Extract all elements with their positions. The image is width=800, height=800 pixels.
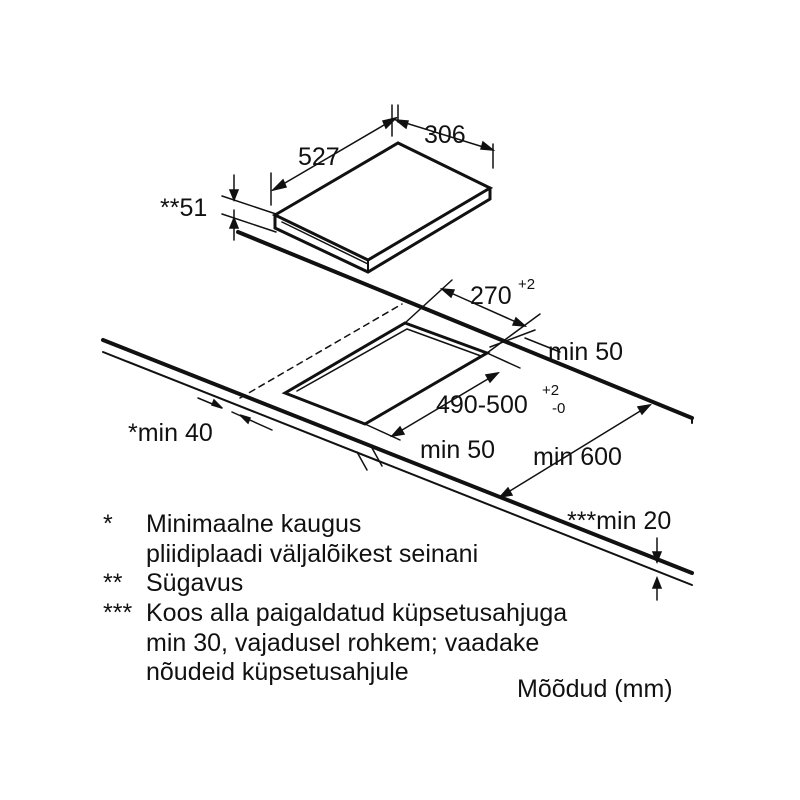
label-490-500-tol-plus: +2 bbox=[542, 382, 560, 399]
dimension-527 bbox=[270, 104, 399, 206]
note-3-line-1: Koos alla paigaldatud küpsetusahjuga bbox=[146, 599, 568, 627]
dimension-min50-front bbox=[356, 447, 383, 471]
label-min50-back: min 50 bbox=[548, 338, 624, 366]
note-2-mark: ** bbox=[103, 569, 123, 597]
note-3-mark: *** bbox=[103, 599, 133, 627]
hob-panel bbox=[271, 141, 494, 274]
label-min50-front: min 50 bbox=[420, 436, 496, 464]
label-306: 306 bbox=[424, 121, 466, 149]
dimension-min40 bbox=[197, 397, 273, 431]
dimension-306 bbox=[393, 104, 496, 169]
label-490-500-tol-minus: -0 bbox=[552, 400, 566, 417]
dimension-min50-back bbox=[489, 329, 561, 353]
note-3-line-2: min 30, vajadusel rohkem; vaadake bbox=[146, 629, 540, 657]
dimension-270 bbox=[404, 279, 541, 354]
dimension-51 bbox=[221, 174, 277, 241]
label-490-500: 490-500 bbox=[436, 391, 528, 419]
units-label: Mõõdud (mm) bbox=[517, 675, 673, 703]
label-min600: min 600 bbox=[533, 443, 622, 471]
dimension-490-500 bbox=[364, 352, 521, 441]
label-270: 270 bbox=[470, 282, 512, 310]
dimension-min20 bbox=[651, 537, 663, 601]
note-1-line-1: Minimaalne kaugus bbox=[146, 510, 362, 538]
label-min40: *min 40 bbox=[128, 419, 213, 447]
worktop bbox=[101, 230, 694, 586]
label-min20: ***min 20 bbox=[567, 507, 672, 535]
note-1-mark: * bbox=[103, 510, 113, 538]
label-527: 527 bbox=[298, 143, 340, 171]
label-270-tolerance: +2 bbox=[518, 276, 536, 293]
note-3-line-3: nõudeid küpsetusahjule bbox=[146, 658, 409, 686]
dimension-min600 bbox=[498, 403, 652, 499]
label-51: **51 bbox=[160, 194, 208, 222]
note-1-line-2: pliidiplaadi väljalõikest seinani bbox=[146, 540, 479, 568]
note-2-line-1: Sügavus bbox=[146, 569, 244, 597]
